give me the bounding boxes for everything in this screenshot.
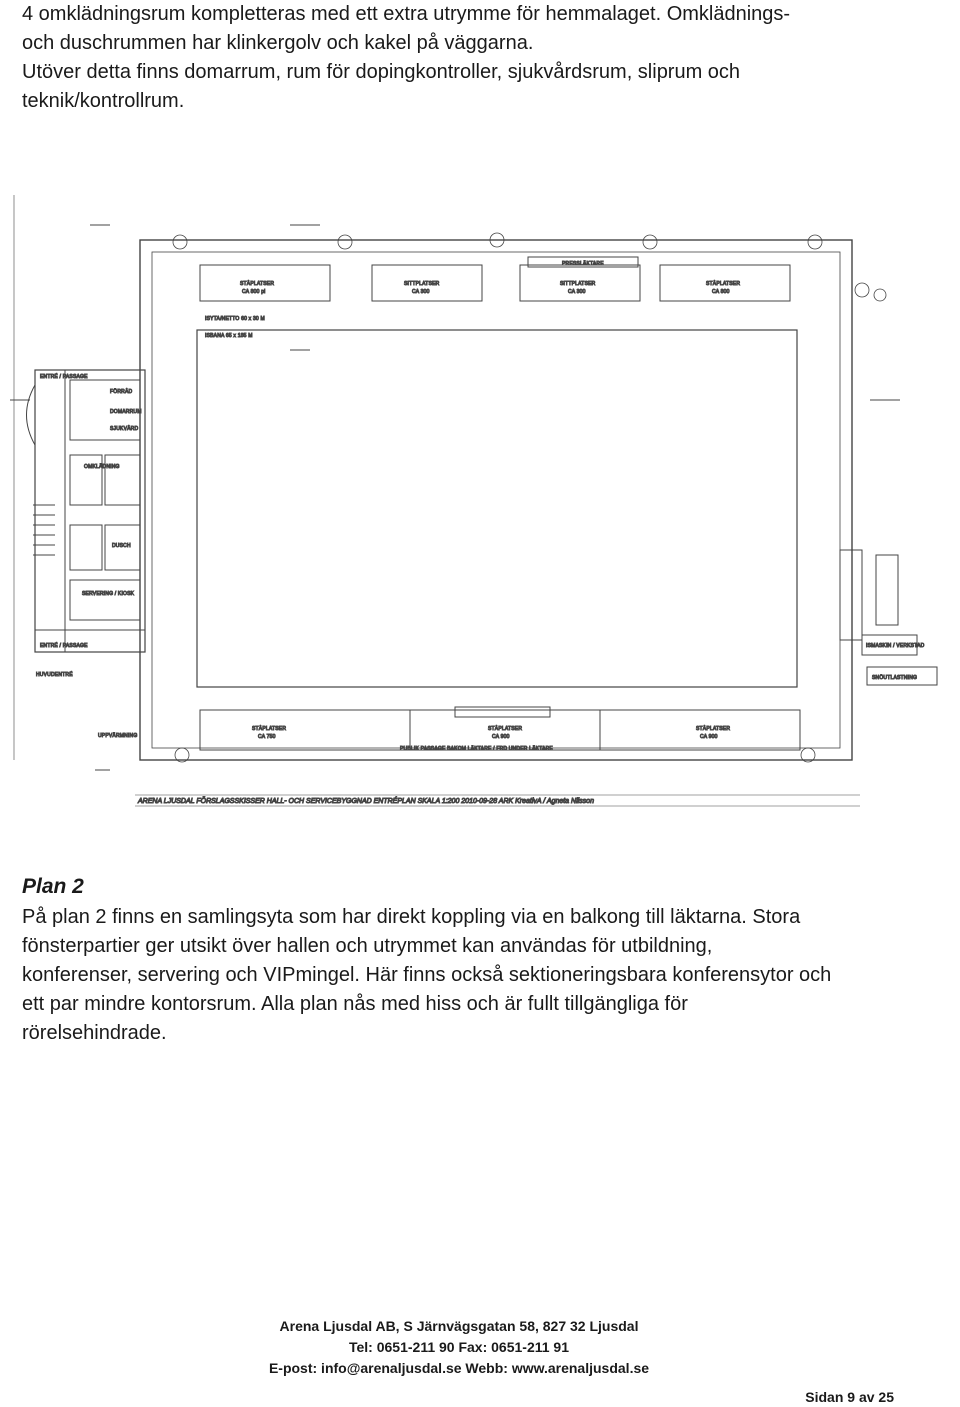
label-sjukvard: SJUKVÅRD — [110, 425, 138, 432]
label-isyta: ISYTA/NETTO 60 x 30 M — [205, 316, 265, 322]
intro-line: Utöver detta finns domarrum, rum för dop… — [22, 61, 741, 83]
label-snoutlast: SNÖUTLASTNING — [872, 674, 917, 681]
floor-plan-drawing: STÅPLATSER CA 800 pl SITTPLATSER CA 300 … — [0, 185, 960, 825]
label-sittplatser: SITTPLATSER — [560, 281, 596, 287]
label-capacity: CA 900 — [700, 734, 718, 740]
label-capacity: CA 750 — [258, 734, 276, 740]
intro-line: teknik/kontrollrum. — [22, 90, 185, 112]
label-sittplatser: SITTPLATSER — [404, 281, 440, 287]
plan2-line: fönsterpartier ger utsikt över hallen oc… — [22, 935, 713, 957]
footer-contact: E-post: info@arenaljusdal.se Webb: www.a… — [268, 1360, 650, 1376]
label-dusch: DUSCH — [112, 543, 131, 549]
label-huvudentre: HUVUDENTRÉ — [36, 671, 73, 678]
label-capacity: CA 300 — [412, 289, 430, 295]
label-capacity: CA 800 pl — [242, 289, 265, 295]
plan2-line: konferenser, servering och VIPmingel. Hä… — [22, 964, 832, 986]
label-omkladning: OMKLÄDNING — [84, 463, 120, 470]
label-staplatser: STÅPLATSER — [252, 725, 286, 732]
plan2-line: På plan 2 finns en samlingsyta som har d… — [22, 906, 801, 928]
label-capacity: CA 900 — [492, 734, 510, 740]
label-verkstad: ISMASKIN / VERKSTAD — [866, 643, 925, 649]
page-footer: Arena Ljusdal AB, S Järnvägsgatan 58, 82… — [0, 1316, 918, 1379]
plan2-text: På plan 2 finns en samlingsyta som har d… — [22, 903, 942, 1048]
label-staplatser: STÅPLATSER — [696, 725, 730, 732]
label-domarrum: DOMARRUM — [110, 409, 142, 415]
title-block: ARENA LJUSDAL FÖRSLAGSSKISSER HALL- OCH … — [137, 796, 594, 805]
label-uppvarmning: UPPVÄRMNING — [98, 732, 137, 739]
label-capacity: CA 300 — [568, 289, 586, 295]
page-number: Sidan 9 av 25 — [805, 1389, 894, 1405]
label-staplatser: STÅPLATSER — [488, 725, 522, 732]
label-servering: SERVERING / KIOSK — [82, 591, 135, 597]
label-forrad: FÖRRÅD — [110, 388, 132, 395]
intro-line: och duschrummen har klinkergolv och kake… — [22, 32, 534, 54]
label-entre: ENTRÉ / PASSAGE — [40, 373, 88, 380]
label-publik-passage: PUBLIK PASSAGE BAKOM LÄKTARE / FRD UNDER… — [400, 745, 553, 752]
intro-line: 4 omklädningsrum kompletteras med ett ex… — [22, 3, 791, 25]
label-isbana: ISBANA 65 x 185 M — [205, 333, 253, 339]
label-staplatser: STÅPLATSER — [706, 280, 740, 287]
intro-text: 4 omklädningsrum kompletteras med ett ex… — [22, 0, 922, 116]
footer-phone: Tel: 0651-211 90 Fax: 0651-211 91 — [348, 1339, 569, 1355]
section-heading: Plan 2 — [22, 875, 84, 898]
plan2-line: rörelsehindrade. — [22, 1022, 167, 1044]
plan2-line: ett par mindre kontorsrum. Alla plan nås… — [22, 993, 688, 1015]
label-entre: ENTRÉ / PASSAGE — [40, 642, 88, 649]
label-capacity: CA 800 — [712, 289, 730, 295]
label-presslaktare: PRESSLÄKTARE — [562, 260, 604, 267]
footer-address: Arena Ljusdal AB, S Järnvägsgatan 58, 82… — [279, 1318, 639, 1334]
label-staplatser: STÅPLATSER — [240, 280, 274, 287]
